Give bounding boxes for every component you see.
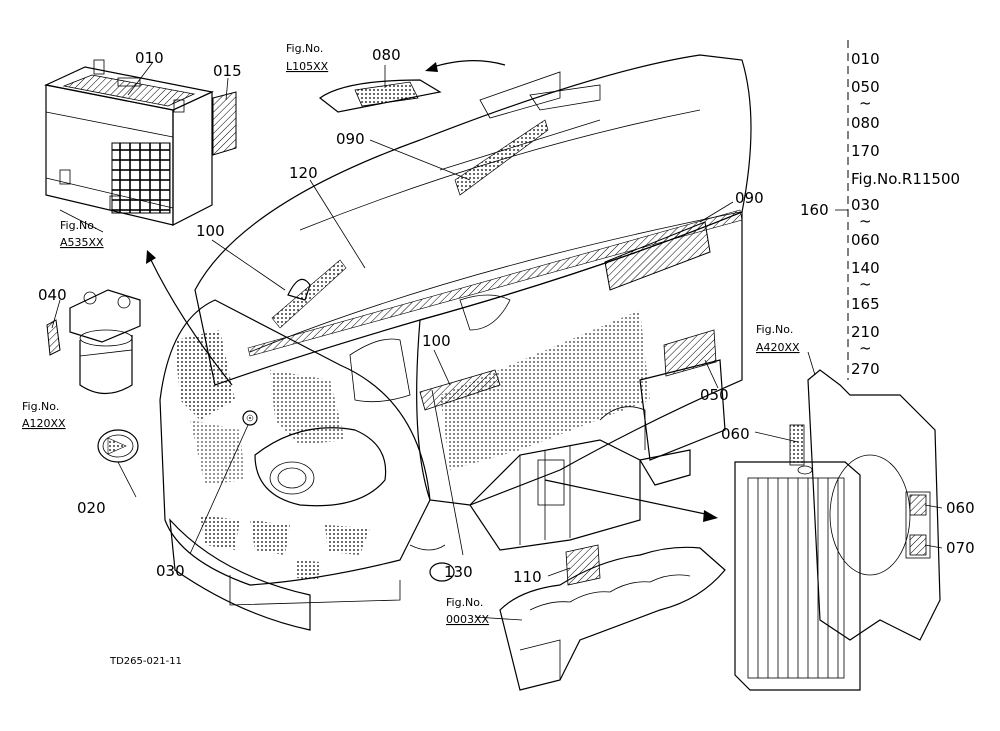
callout-010: 010 [135,49,164,67]
fig-ref-label: Fig.No. [60,219,97,232]
fig-ref-label: Fig.No. [446,596,483,609]
seq-item: 140 [851,259,880,277]
radiator-drawing [734,369,941,691]
callout-015: 015 [213,62,242,80]
fig-ref-l105: Fig.No. L105XX [286,42,329,73]
seq-item: 060 [851,231,880,249]
fig-ref-code: A535XX [60,236,104,249]
assembly-arrows [146,60,718,522]
fig-ref-code: A120XX [22,417,66,430]
hood-cap-080-part [318,79,442,113]
label-110-part [565,544,601,586]
seq-item: 270 [851,360,880,378]
callout-090-top: 090 [336,130,365,148]
battery-drawing [44,59,214,226]
seq-tilde: ~ [859,212,872,230]
seq-item: 080 [851,114,880,132]
fig-ref-code: 0003XX [446,613,490,626]
callout-120: 120 [289,164,318,182]
cylinder-head-drawing [499,546,726,691]
callout-080: 080 [372,46,401,64]
callout-090-side: 090 [735,189,764,207]
callout-110: 110 [513,568,542,586]
callout-030: 030 [156,562,185,580]
fig-ref-0003: Fig.No. 0003XX [446,596,490,626]
drawing-code: TD265-021-11 [109,656,182,667]
callout-020: 020 [77,499,106,517]
callout-070: 070 [946,539,975,557]
fig-ref-a120: Fig.No. A120XX [22,400,66,430]
callout-130: 130 [444,563,473,581]
callout-160: 160 [800,201,829,219]
callout-060-right: 060 [946,499,975,517]
bonnet-drawing [159,54,752,631]
label-015-part [212,91,237,156]
seq-tilde: ~ [859,94,872,112]
fig-ref-label: Fig.No. [22,400,59,413]
callout-060-left: 060 [721,425,750,443]
seq-item: 050 [851,78,880,96]
cap-020-part [97,429,139,463]
callout-100-top: 100 [196,222,225,240]
callout-040: 040 [38,286,67,304]
leader-lines [51,61,943,621]
seq-tilde: ~ [859,339,872,357]
callout-100-side: 100 [422,332,451,350]
fig-ref-a420: Fig.No. A420XX [756,323,800,354]
seq-item: 210 [851,323,880,341]
engine-drawing [409,359,726,582]
seq-item: 010 [851,50,880,68]
fuel-filter-drawing [46,289,141,395]
fig-ref-label: Fig.No. [286,42,323,55]
seq-item: 170 [851,142,880,160]
fig-ref-a535: Fig.No. A535XX [60,219,104,249]
fig-ref-label: Fig.No. [756,323,793,336]
seq-item: 030 [851,196,880,214]
seq-item: 165 [851,295,880,313]
seq-tilde: ~ [859,275,872,293]
fig-ref-code: A420XX [756,341,800,354]
seq-item: Fig.No.R11500 [851,170,960,188]
fig-ref-code: L105XX [286,60,329,73]
callout-050: 050 [700,386,729,404]
